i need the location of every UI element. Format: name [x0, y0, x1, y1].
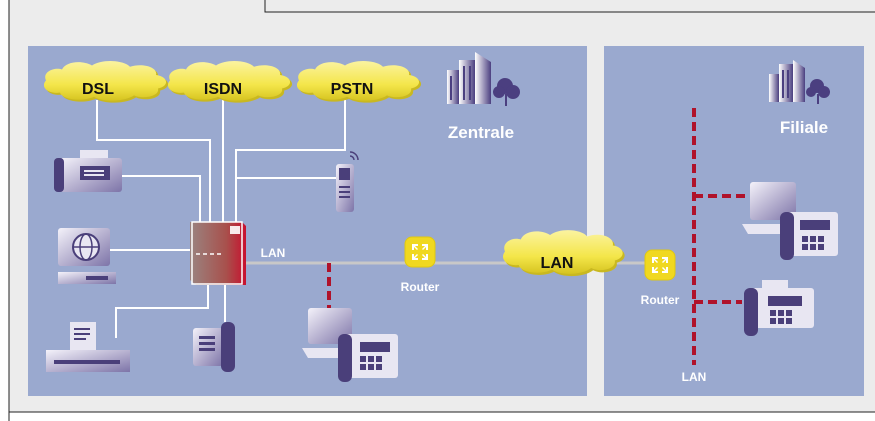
fax-phone-icon-branch	[744, 280, 814, 336]
router-icon-branch	[644, 249, 676, 281]
router-label-hq: Router	[401, 280, 440, 294]
pc-and-phone-icon-hq	[302, 308, 398, 382]
router-label-branch: Router	[641, 293, 680, 307]
mobile-phone-icon	[336, 151, 359, 212]
lan-label-branch: LAN	[682, 370, 707, 384]
desk-phone-icon	[193, 322, 235, 372]
pc-and-phone-icon-branch	[742, 182, 838, 260]
site-zentrale-panel	[28, 46, 587, 396]
site-zentrale-label: Zentrale	[448, 123, 514, 142]
fax-icon	[54, 150, 122, 192]
pbx-box	[190, 221, 246, 285]
connection-lines	[96, 100, 346, 338]
router-icon-hq	[404, 236, 436, 268]
workstation-icon	[46, 322, 130, 372]
building-icon-zentrale	[447, 52, 520, 106]
cloud-isdn-label: ISDN	[204, 81, 242, 98]
diagram-frame-top	[264, 0, 875, 13]
lan-label-hq: LAN	[261, 246, 286, 260]
cloud-pstn-label: PSTN	[331, 81, 374, 98]
cloud-dsl-label: DSL	[82, 81, 114, 98]
building-icon-filiale	[769, 60, 830, 104]
computer-globe-icon	[58, 228, 116, 284]
site-filiale-label: Filiale	[780, 118, 828, 137]
cloud-lan-label: LAN	[541, 255, 574, 272]
